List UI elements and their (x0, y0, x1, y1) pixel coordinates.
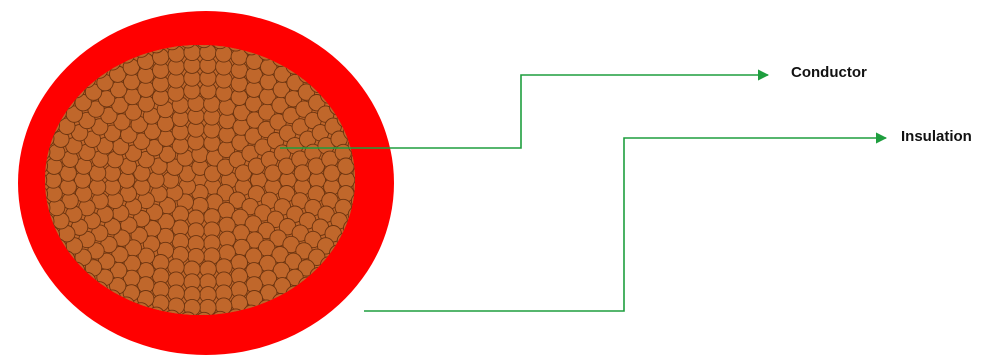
insulation-leader-arrow (364, 138, 886, 311)
insulation-label: Insulation (901, 128, 972, 146)
conductor-label: Conductor (791, 64, 867, 82)
